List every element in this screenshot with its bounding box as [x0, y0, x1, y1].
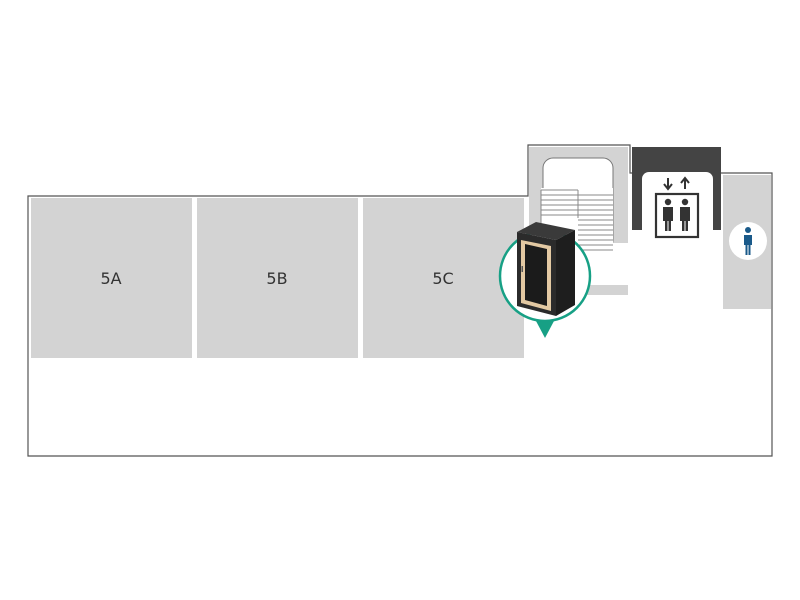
elevator[interactable]	[632, 147, 721, 242]
room-label: 5C	[432, 269, 453, 288]
male-restroom-icon	[744, 227, 752, 255]
landing-strip	[583, 285, 628, 295]
restroom[interactable]	[723, 175, 771, 309]
stairs-icon	[540, 189, 613, 251]
elevator-icon	[654, 176, 700, 239]
room-5c[interactable]: 5C	[363, 198, 524, 358]
server-rack-icon	[517, 222, 575, 316]
location-pin[interactable]	[498, 222, 592, 338]
room-label: 5A	[100, 269, 121, 288]
room-5a[interactable]: 5A	[31, 198, 192, 358]
room-label: 5B	[266, 269, 287, 288]
room-5b[interactable]: 5B	[197, 198, 358, 358]
